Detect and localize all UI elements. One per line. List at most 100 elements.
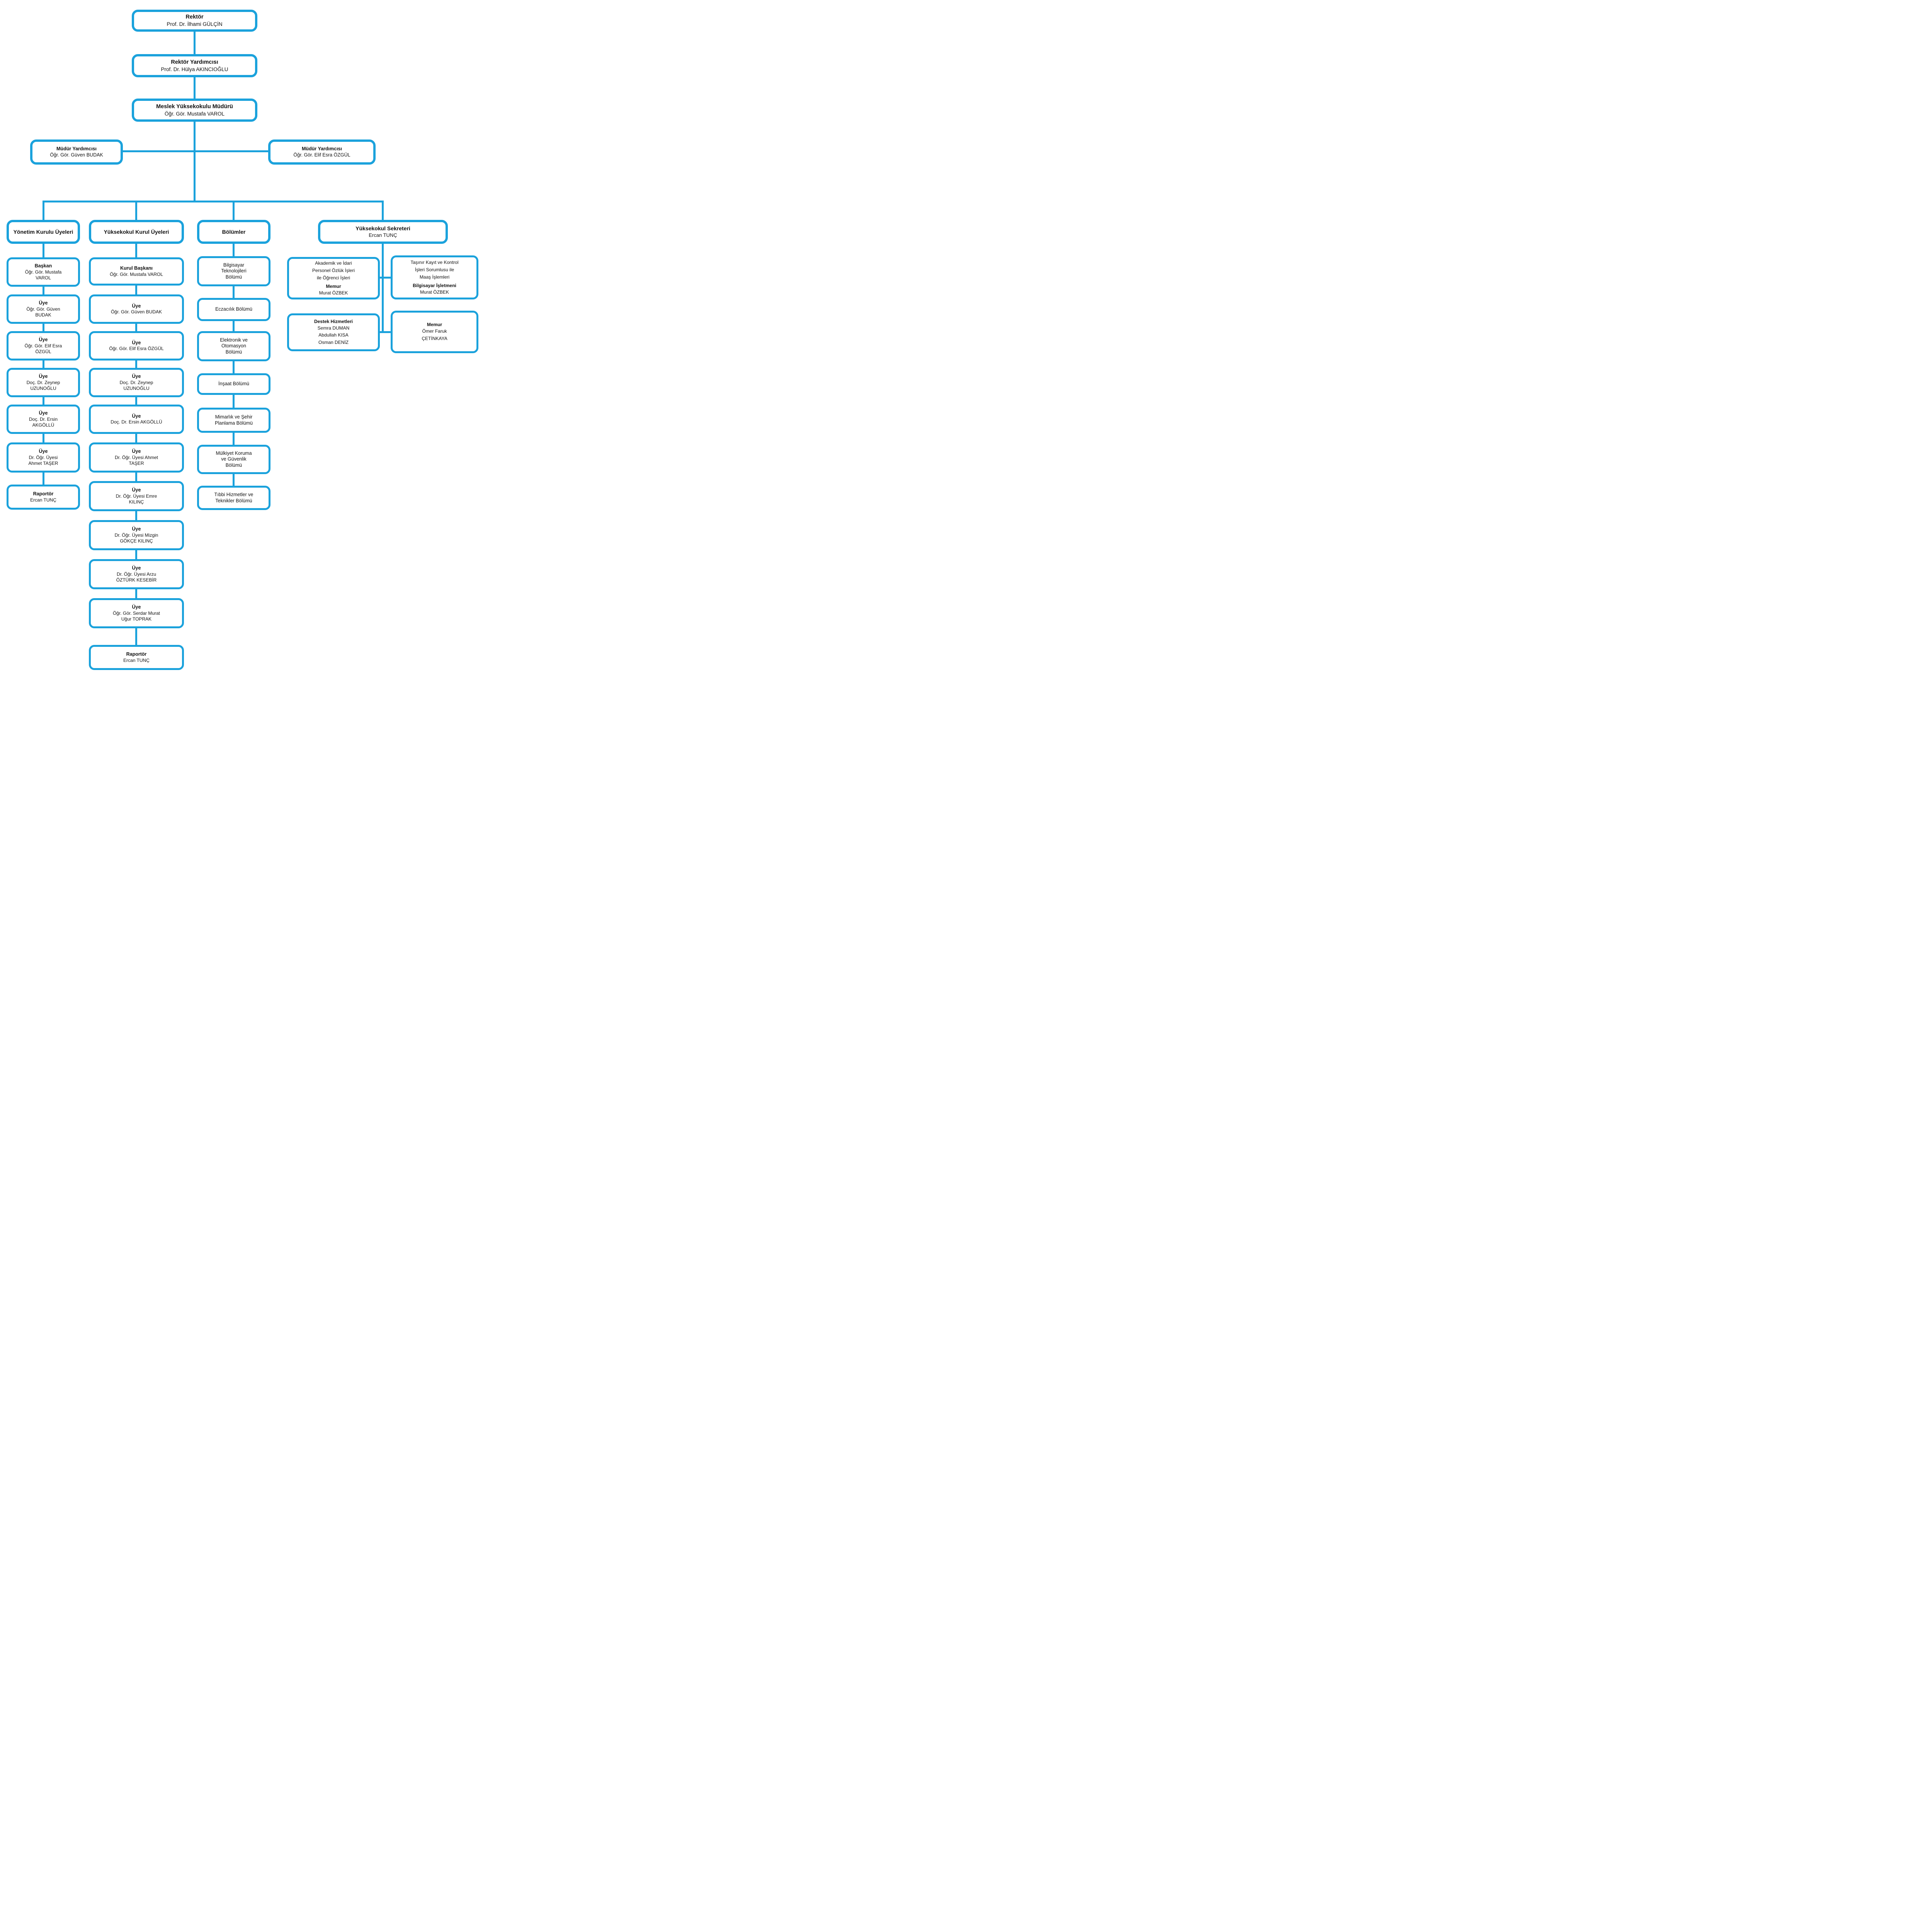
node-name: Dr. Öğr. Üyesi Ahmet TAŞER	[28, 454, 58, 466]
node-name: Murat ÖZBEK	[420, 289, 449, 295]
node-bolum: Tıbbi Hizmetler ve Teknikler Bölümü	[197, 486, 270, 510]
node-title: Memur	[427, 321, 442, 327]
connector-vertical	[233, 202, 235, 220]
node-name: Öğr. Gör. Güven BUDAK	[50, 152, 103, 158]
node-name: Elektronik ve Otomasyon Bölümü	[220, 337, 248, 355]
node-name: Dr. Öğr. Üyesi Mizgin GÖKÇE KILINÇ	[114, 532, 158, 544]
node-yonetim-item: Üye Doç. Dr. Zeynep UZUNOĞLU	[7, 368, 80, 397]
node-name: Mimarlık ve Şehir Planlama Bölümü	[215, 414, 253, 426]
node-name: Ercan TUNÇ	[123, 657, 150, 663]
node-title: Üye	[132, 449, 141, 454]
node-title: Üye	[132, 526, 141, 532]
node-header-yonetim-kurulu: Yönetim Kurulu Üyeleri	[7, 220, 80, 244]
node-name: Ercan TUNÇ	[30, 497, 56, 503]
node-title: Rektör	[185, 14, 204, 20]
node-bolum: Eczacılık Bölümü	[197, 298, 270, 321]
connector-vertical	[43, 434, 44, 442]
node-name: Öğr. Gör. Serdar Murat Uğur TOPRAK	[112, 610, 160, 622]
node-name: Doç. Dr. Zeynep UZUNOĞLU	[119, 379, 153, 391]
node-myo-muduru: Meslek Yüksekokulu Müdürü Öğr. Gör. Must…	[132, 99, 257, 122]
node-rektor: Rektör Prof. Dr. İlhami GÜLÇİN	[132, 10, 257, 32]
connector-vertical	[135, 434, 137, 442]
connector-vertical	[135, 361, 137, 368]
connector-vertical	[233, 361, 235, 373]
node-title: Üye	[39, 337, 48, 343]
node-title: Üye	[39, 449, 48, 454]
node-name: Mülkiyet Koruma ve Güvenlik Bölümü	[216, 450, 252, 468]
connector-horizontal	[43, 201, 384, 202]
node-title: Üye	[39, 300, 48, 306]
node-name: Dr. Öğr. Üyesi Ahmet TAŞER	[114, 454, 158, 466]
node-kurul-item: Üye Dr. Öğr. Üyesi Ahmet TAŞER	[89, 442, 184, 473]
node-kurul-item: Üye Öğr. Gör. Güven BUDAK	[89, 294, 184, 324]
node-kurul-item: Üye Doç. Dr. Ersin AKGÖLLÜ	[89, 405, 184, 434]
node-kurul-item: Kurul Başkanı Öğr. Gör. Mustafa VAROL	[89, 257, 184, 286]
connector-vertical	[194, 32, 196, 54]
node-name: Eczacılık Bölümü	[215, 306, 252, 312]
node-unit-ozluk-ogrenci: Akademik ve İdari Personel Özlük İşleri …	[287, 257, 380, 299]
column-header: Yüksekokul Kurul Üyeleri	[104, 228, 169, 235]
connector-vertical	[135, 286, 137, 294]
node-title: Üye	[132, 303, 141, 309]
node-bolum: Mimarlık ve Şehir Planlama Bölümü	[197, 408, 270, 433]
connector-vertical	[233, 474, 235, 486]
node-title: Üye	[132, 565, 141, 571]
node-title: Üye	[39, 374, 48, 379]
connector-vertical	[382, 202, 384, 220]
node-name: Öğr. Gör. Mustafa VAROL	[25, 269, 62, 281]
connector-vertical	[43, 244, 44, 257]
node-title: Üye	[39, 410, 48, 416]
column-header: Yönetim Kurulu Üyeleri	[13, 228, 73, 235]
node-name: Öğr. Gör. Güven BUDAK	[26, 306, 60, 318]
node-name: Murat ÖZBEK	[319, 290, 348, 296]
connector-vertical	[233, 433, 235, 445]
node-kurul-item: Üye Doç. Dr. Zeynep UZUNOĞLU	[89, 368, 184, 397]
org-chart: Rektör Prof. Dr. İlhami GÜLÇİN Rektör Ya…	[0, 0, 479, 678]
node-yonetim-item: Üye Öğr. Gör. Elif Esra ÖZGÜL	[7, 331, 80, 361]
node-yonetim-item: Üye Doç. Dr. Ersin AKGÖLLÜ	[7, 405, 80, 434]
node-name: Doç. Dr. Ersin AKGÖLLÜ	[29, 416, 58, 428]
node-name: Öğr. Gör. Elif Esra ÖZGÜL	[109, 346, 164, 352]
connector-vertical	[135, 628, 137, 645]
unit-role: Akademik ve İdari Personel Özlük İşleri …	[312, 260, 355, 281]
node-title: Üye	[132, 487, 141, 493]
node-name: Dr. Öğr. Üyesi Emre KILINÇ	[116, 493, 157, 505]
node-header-bolumler: Bölümler	[197, 220, 270, 244]
column-header: Bölümler	[222, 228, 246, 235]
node-bolum: Elektronik ve Otomasyon Bölümü	[197, 331, 270, 361]
node-name: Prof. Dr. İlhami GÜLÇİN	[167, 21, 223, 27]
node-name: Öğr. Gör. Elif Esra ÖZGÜL	[293, 152, 350, 158]
node-mudur-yardimcisi-2: Müdür Yardımcısı Öğr. Gör. Elif Esra ÖZG…	[268, 139, 376, 165]
connector-vertical	[43, 361, 44, 368]
node-title: Destek Hizmetleri	[314, 318, 353, 324]
connector-vertical	[135, 511, 137, 520]
connector-vertical	[233, 395, 235, 408]
node-bolum: İnşaat Bölümü	[197, 373, 270, 395]
node-name: Prof. Dr. Hülya AKINCIOĞLU	[161, 66, 228, 72]
node-yonetim-item: Üye Dr. Öğr. Üyesi Ahmet TAŞER	[7, 442, 80, 473]
node-unit-tasinir-maas: Taşınır Kayıt ve Kontrol İşleri Sorumlus…	[391, 255, 478, 299]
node-title: Rektör Yardımcısı	[171, 59, 218, 65]
connector-vertical	[135, 244, 137, 257]
node-rektor-yardimcisi: Rektör Yardımcısı Prof. Dr. Hülya AKINCI…	[132, 54, 257, 77]
node-name: Öğr. Gör. Elif Esra ÖZGÜL	[24, 343, 62, 354]
node-kurul-item: Üye Dr. Öğr. Üyesi Mizgin GÖKÇE KILINÇ	[89, 520, 184, 550]
connector-vertical	[135, 202, 137, 220]
node-name: Dr. Öğr. Üyesi Arzu ÖZTÜRK KESEBİR	[116, 571, 157, 583]
node-kurul-item: Üye Dr. Öğr. Üyesi Emre KILINÇ	[89, 481, 184, 511]
node-name: Doç. Dr. Zeynep UZUNOĞLU	[26, 379, 60, 391]
connector-horizontal	[380, 331, 391, 333]
node-unit-destek-hizmetleri: Destek Hizmetleri Semra DUMAN Abdullah K…	[287, 313, 380, 351]
connector-horizontal	[380, 277, 391, 279]
connector-vertical	[135, 473, 137, 481]
unit-role: Taşınır Kayıt ve Kontrol İşleri Sorumlus…	[410, 260, 459, 280]
node-header-sekreter: Yüksekokul Sekreteri Ercan TUNÇ	[318, 220, 448, 244]
node-title: Başkan	[34, 263, 52, 269]
node-bolum: Bilgisayar Teknolojileri Bölümü	[197, 256, 270, 286]
connector-vertical	[194, 122, 196, 202]
node-unit-memur: Memur Ömer Faruk ÇETİNKAYA	[391, 311, 478, 353]
node-title: Üye	[132, 604, 141, 610]
node-title: Meslek Yüksekokulu Müdürü	[156, 103, 233, 110]
node-kurul-item: Üye Dr. Öğr. Üyesi Arzu ÖZTÜRK KESEBİR	[89, 559, 184, 589]
node-title: Müdür Yardımcısı	[302, 146, 342, 151]
